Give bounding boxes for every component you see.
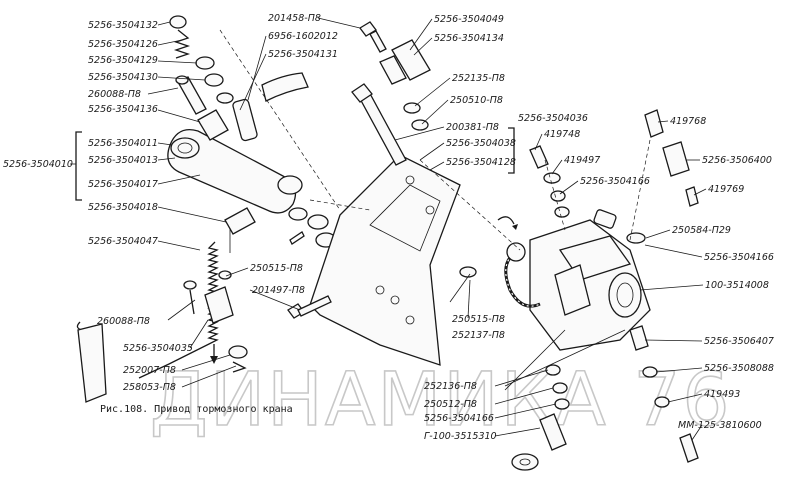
top-bolt	[359, 21, 387, 53]
part-label: 250510-П8	[450, 95, 503, 106]
part-label: 5256-3504130	[88, 72, 158, 83]
part-label: 250515-П8	[452, 314, 505, 325]
rubber-pad	[261, 72, 309, 102]
part-label: 260088-П8	[97, 316, 150, 327]
part-label: Г-100-3515310	[424, 431, 497, 442]
part-label: 5256-3504136	[88, 104, 158, 115]
part-label: 5256-3504038	[446, 138, 516, 149]
part-label: 250512-П8	[424, 399, 477, 410]
part-label: 252135-П8	[452, 73, 505, 84]
small-bushing	[232, 98, 337, 248]
part-label: 5256-3504018	[88, 202, 158, 213]
group-label: 5256-3504010	[3, 159, 73, 170]
part-label: 419493	[704, 389, 740, 400]
part-label: 5256-3504011	[88, 138, 158, 149]
long-bolt	[351, 83, 407, 166]
clamp-block	[379, 39, 431, 85]
leader-lines	[147, 17, 707, 441]
part-label: 5256-3504132	[88, 20, 158, 31]
figure-caption: Рис.108. Привод тормозного крана	[100, 404, 293, 415]
pin-cotter	[289, 231, 305, 245]
bolt-201497	[287, 295, 332, 319]
watermark-text: ДИНАМИКА 76	[150, 357, 731, 443]
group-brace-right	[508, 127, 515, 174]
part-label: 252007-П8	[123, 365, 176, 376]
air-hose	[504, 242, 541, 308]
part-label: 100-3514008	[705, 280, 769, 291]
part-label: 5256-3508088	[704, 363, 774, 374]
part-label: 5256-3504166	[704, 252, 774, 263]
part-label: 419768	[670, 116, 706, 127]
part-label: 250515-П8	[250, 263, 303, 274]
part-label: 5256-3504128	[446, 157, 516, 168]
bottom-fittings	[511, 364, 570, 471]
part-label: 5256-3504166	[580, 176, 650, 187]
group-brace	[75, 131, 82, 201]
part-label: 5256-3504129	[88, 55, 158, 66]
part-label: 5256-3504036	[518, 113, 588, 124]
part-label: ММ-125-3810600	[678, 420, 762, 431]
part-label: 5256-3504131	[268, 49, 338, 60]
part-label: 5256-3504047	[88, 236, 158, 247]
part-label: 201497-П8	[252, 285, 305, 296]
part-label: 419769	[708, 184, 744, 195]
part-label: 5256-3506400	[702, 155, 772, 166]
right-fittings	[529, 109, 699, 463]
center-bracket	[309, 154, 461, 366]
part-label: 260088-П8	[88, 89, 141, 100]
part-label: 5256-3504017	[88, 179, 158, 190]
washer-stack-left	[169, 15, 234, 104]
part-label: 252137-П8	[452, 330, 505, 341]
pin-260088	[175, 75, 207, 115]
part-label: 6956-1602012	[268, 31, 338, 42]
bracket-small	[183, 270, 248, 373]
part-label: 201458-П8	[268, 13, 321, 24]
part-label: 5256-3504013	[88, 155, 158, 166]
part-label: 5256-3504134	[434, 33, 504, 44]
lever-arm	[167, 109, 303, 253]
part-label: 419748	[544, 129, 580, 140]
part-label: 5256-3504166	[424, 413, 494, 424]
brake-valve-body	[529, 209, 651, 351]
part-label: 252136-П8	[424, 381, 477, 392]
part-label: 5256-3504049	[434, 14, 504, 25]
part-label: 258053-П8	[123, 382, 176, 393]
part-label: 5256-3504126	[88, 39, 158, 50]
part-label: 5256-3504035	[123, 343, 193, 354]
part-label: 200381-П8	[446, 122, 499, 133]
part-label: 250584-П29	[672, 225, 731, 236]
pedal-plate	[77, 323, 107, 403]
part-label: 5256-3506407	[704, 336, 774, 347]
part-label: 419497	[564, 155, 600, 166]
